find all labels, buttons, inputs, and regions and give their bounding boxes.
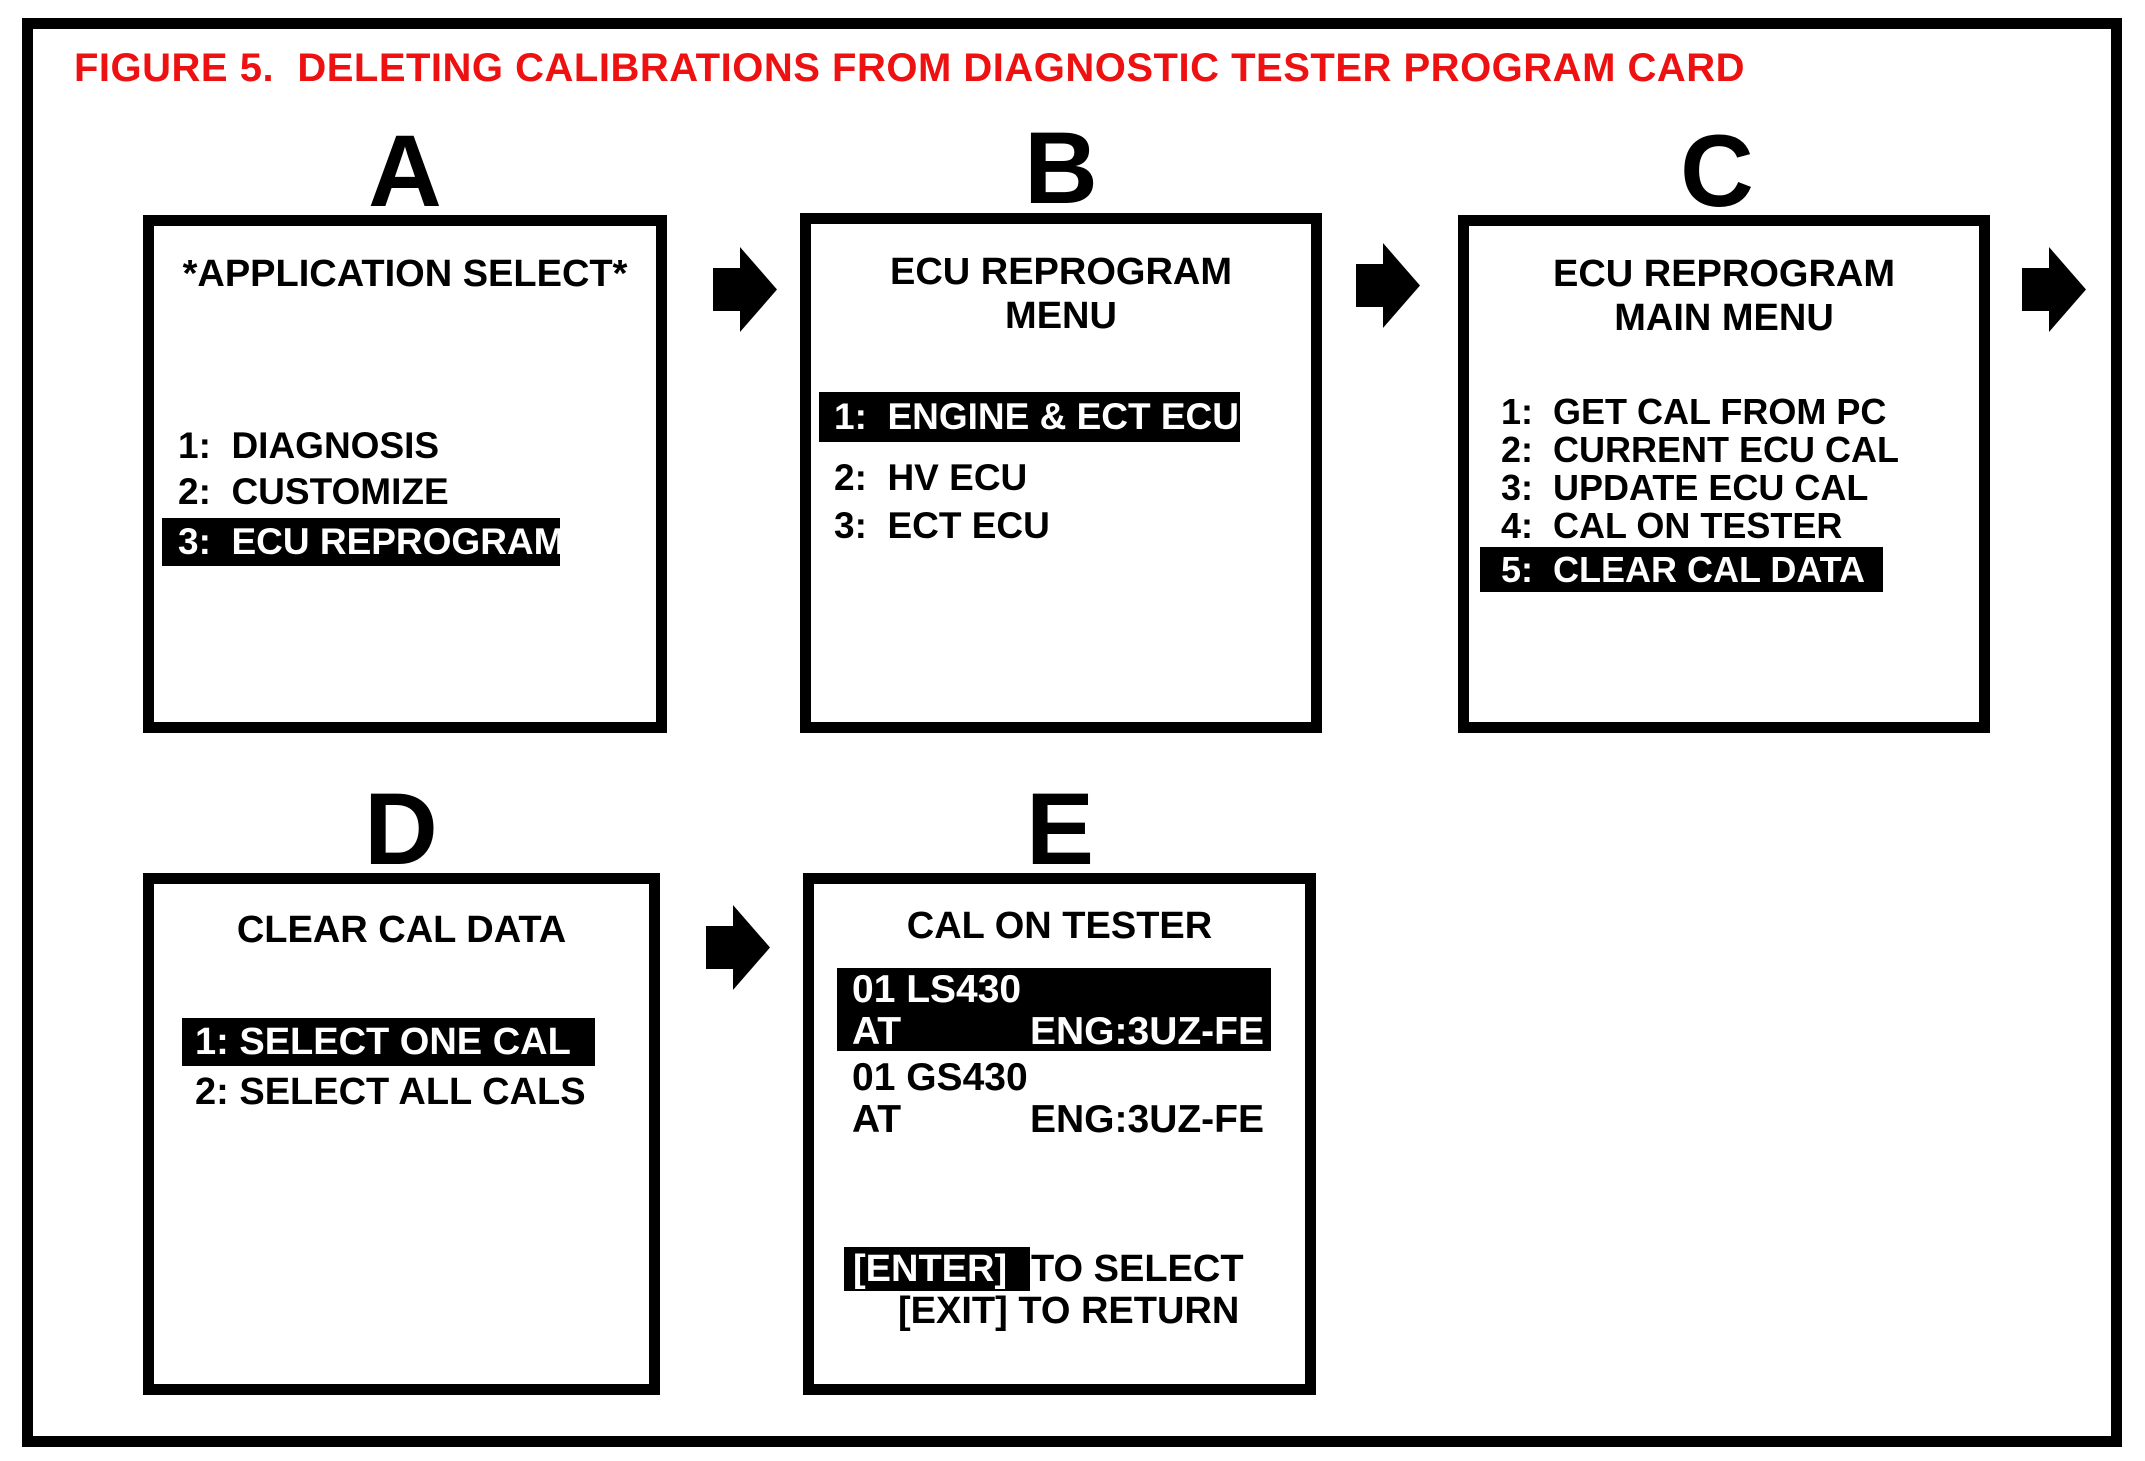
menu-item: 1: GET CAL FROM PC — [1501, 391, 1887, 432]
cal-engine: ENG:3UZ-FE — [1030, 1098, 1264, 1141]
menu-item-selected: 1: ENGINE & ECT ECU — [819, 392, 1240, 442]
screen-title: *APPLICATION SELECT* — [182, 253, 628, 295]
step-label-b: B — [1024, 111, 1098, 225]
arrow-right-icon — [1356, 243, 1420, 328]
screen-title-line2: MAIN MENU — [1614, 297, 1834, 339]
cal-model: 01 GS430 — [852, 1056, 1028, 1099]
cal-model: 01 LS430 — [852, 968, 1022, 1011]
arrow-right-icon — [706, 905, 770, 990]
tester-screen-a: *APPLICATION SELECT* 1: DIAGNOSIS 2: CUS… — [143, 215, 667, 733]
exit-action-label: [EXIT] TO RETURN — [898, 1290, 1240, 1332]
menu-item: 3: UPDATE ECU CAL — [1501, 467, 1869, 508]
menu-item-selected: 5: CLEAR CAL DATA — [1480, 547, 1883, 592]
step-label-e: E — [1025, 772, 1095, 886]
screen-title-line1: ECU REPROGRAM — [1552, 253, 1896, 295]
tester-screen-d: CLEAR CAL DATA 1: SELECT ONE CAL 2: SELE… — [143, 873, 660, 1395]
menu-item-selected: 3: ECU REPROGRAM — [162, 518, 564, 566]
tester-screen-e: CAL ON TESTER 01 LS430 AT ENG:3UZ-FE 01 … — [803, 873, 1316, 1395]
cal-transmission: AT — [852, 1010, 902, 1053]
menu-item: 1: DIAGNOSIS — [178, 425, 440, 466]
menu-item: 2: CUSTOMIZE — [178, 471, 449, 512]
arrow-right-icon — [2022, 247, 2086, 332]
cal-transmission: AT — [852, 1098, 902, 1141]
figure-title: FIGURE 5. DELETING CALIBRATIONS FROM DIA… — [74, 46, 1746, 90]
cal-entry-selected: 01 LS430 AT ENG:3UZ-FE — [837, 968, 1271, 1053]
screen-title: CAL ON TESTER — [906, 905, 1213, 947]
screen-title-line1: ECU REPROGRAM — [889, 251, 1233, 293]
menu-item: 3: ECT ECU — [834, 505, 1050, 546]
step-label-c: C — [1680, 114, 1754, 228]
menu-item: 2: HV ECU — [834, 457, 1028, 498]
screen-title-line2: MENU — [1005, 295, 1117, 337]
menu-item-selected: 1: SELECT ONE CAL — [182, 1018, 595, 1066]
enter-action-label: TO SELECT — [1031, 1248, 1244, 1290]
enter-key-label: [ENTER] — [844, 1247, 1030, 1291]
tester-screen-c: ECU REPROGRAM MAIN MENU 1: GET CAL FROM … — [1458, 215, 1990, 733]
tester-screen-b: ECU REPROGRAM MENU 1: ENGINE & ECT ECU 2… — [800, 213, 1322, 733]
menu-item: 4: CAL ON TESTER — [1501, 505, 1843, 546]
arrow-right-icon — [713, 247, 777, 332]
screen-title: CLEAR CAL DATA — [236, 909, 567, 951]
cal-engine: ENG:3UZ-FE — [1030, 1010, 1264, 1053]
step-label-d: D — [364, 772, 438, 886]
step-label-a: A — [368, 114, 442, 228]
menu-item: 2: SELECT ALL CALS — [195, 1071, 586, 1113]
menu-item: 2: CURRENT ECU CAL — [1501, 429, 1900, 470]
